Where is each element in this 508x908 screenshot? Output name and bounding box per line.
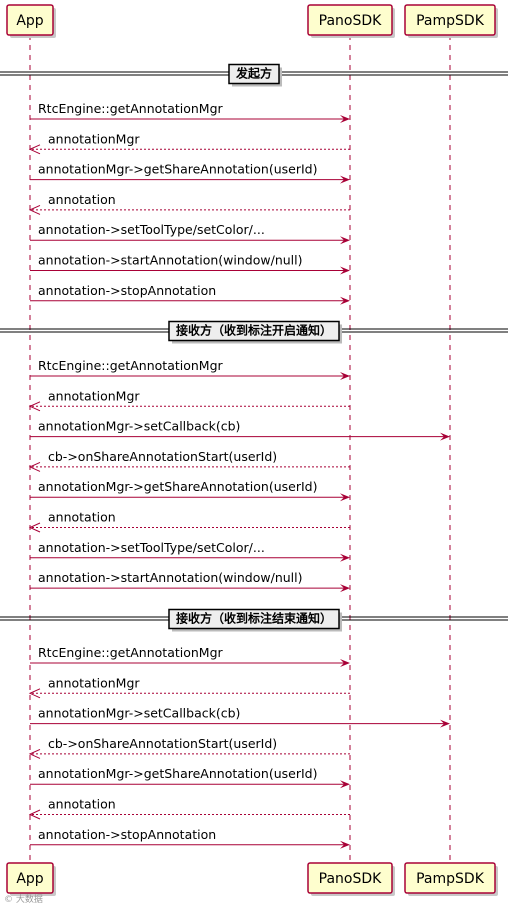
arrow-head-icon	[28, 144, 41, 155]
messages: RtcEngine::getAnnotationMgrannotationMgr…	[28, 101, 450, 849]
arrow-head-icon	[28, 688, 41, 699]
participant-box	[307, 862, 393, 894]
message-arrow: annotationMgr	[28, 131, 350, 155]
section-title-box	[228, 63, 280, 85]
participant-label: PampSDK	[416, 871, 485, 887]
arrow-head-icon	[28, 522, 41, 533]
participant-box	[6, 4, 54, 36]
message-label: cb->onShareAnnotationStart(userId)	[48, 736, 277, 751]
message-label: annotationMgr->getShareAnnotation(userId…	[38, 766, 318, 781]
message-arrow: annotationMgr	[28, 675, 350, 699]
section-divider-1: 发起方	[0, 63, 508, 87]
arrow-head-icon	[340, 840, 350, 849]
participant-box	[404, 862, 496, 894]
watermark: © 大数据	[4, 895, 43, 905]
message-label: annotationMgr	[48, 131, 140, 146]
message-arrow: RtcEngine::getAnnotationMgr	[30, 645, 350, 667]
message-label: annotation->startAnnotation(window/null)	[38, 570, 302, 585]
arrow-head-icon	[440, 719, 450, 728]
arrow-head-icon	[28, 461, 41, 472]
participant-pano-bottom: PanoSDK	[307, 862, 395, 896]
message-arrow: RtcEngine::getAnnotationMgr	[30, 358, 350, 380]
arrow-head-icon	[340, 659, 350, 667]
message-label: RtcEngine::getAnnotationMgr	[38, 358, 224, 373]
section-title: 发起方	[235, 66, 272, 81]
section-divider-2: 接收方（收到标注开启通知）	[0, 320, 508, 344]
message-label: RtcEngine::getAnnotationMgr	[38, 645, 224, 660]
message-arrow: annotationMgr->getShareAnnotation(userId…	[30, 766, 350, 789]
message-label: annotation->stopAnnotation	[38, 827, 216, 842]
message-label: annotation->startAnnotation(window/null)	[38, 253, 302, 268]
message-arrow: annotation->setToolType/setColor/...	[30, 222, 350, 245]
message-label: annotationMgr	[48, 388, 140, 403]
message-label: annotationMgr->setCallback(cb)	[38, 706, 240, 721]
message-arrow: annotation->stopAnnotation	[30, 827, 350, 849]
message-arrow: cb->onShareAnnotationStart(userId)	[28, 736, 350, 759]
message-label: annotationMgr->getShareAnnotation(userId…	[38, 479, 318, 494]
message-label: RtcEngine::getAnnotationMgr	[38, 101, 224, 116]
message-arrow: annotationMgr->getShareAnnotation(userId…	[30, 162, 350, 184]
message-arrow: annotation->startAnnotation(window/null)	[30, 570, 350, 593]
participant-box	[404, 4, 496, 36]
arrow-head-icon	[28, 204, 41, 215]
message-label: annotation	[48, 510, 116, 525]
participant-label: PanoSDK	[319, 871, 382, 887]
arrow-head-icon	[340, 372, 350, 380]
arrow-head-icon	[28, 748, 41, 759]
message-arrow: annotation->stopAnnotation	[30, 283, 350, 305]
arrow-head-icon	[340, 175, 350, 184]
message-arrow: cb->onShareAnnotationStart(userId)	[28, 449, 350, 472]
message-label: annotation->stopAnnotation	[38, 283, 216, 298]
section-title-box	[168, 608, 340, 630]
message-arrow: annotationMgr->setCallback(cb)	[30, 419, 450, 441]
message-arrow: annotation	[28, 797, 350, 820]
message-arrow: annotation->startAnnotation(window/null)	[30, 253, 350, 275]
message-label: annotation->setToolType/setColor/...	[38, 222, 265, 237]
arrow-head-icon	[28, 809, 41, 820]
lifelines	[29, 35, 451, 863]
message-arrow: annotation	[28, 510, 350, 533]
arrow-head-icon	[340, 236, 350, 245]
message-label: annotationMgr	[48, 675, 140, 690]
message-label: annotation->setToolType/setColor/...	[38, 540, 265, 555]
participant-box	[307, 4, 393, 36]
message-label: annotationMgr->setCallback(cb)	[38, 419, 240, 434]
participant-label: App	[16, 13, 43, 29]
section-title: 接收方（收到标注结束通知）	[176, 611, 332, 626]
participant-label: PanoSDK	[319, 13, 382, 29]
participant-app-top: App	[6, 4, 56, 38]
participant-label: App	[16, 871, 43, 887]
arrow-head-icon	[340, 115, 350, 123]
participant-app-bottom: App	[6, 862, 56, 896]
participant-pano-top: PanoSDK	[307, 4, 395, 38]
arrow-head-icon	[28, 401, 41, 412]
arrow-head-icon	[340, 266, 350, 275]
message-arrow: annotationMgr	[28, 388, 350, 412]
message-arrow: annotationMgr->setCallback(cb)	[30, 706, 450, 728]
arrow-head-icon	[440, 432, 450, 441]
section-title: 接收方（收到标注开启通知）	[176, 323, 332, 338]
arrow-head-icon	[340, 493, 350, 502]
message-label: annotation	[48, 192, 116, 207]
participant-label: PampSDK	[416, 13, 485, 29]
arrow-head-icon	[340, 584, 350, 593]
participant-box	[6, 862, 54, 894]
message-arrow: annotation->setToolType/setColor/...	[30, 540, 350, 562]
arrow-head-icon	[340, 780, 350, 789]
message-arrow: annotationMgr->getShareAnnotation(userId…	[30, 479, 350, 502]
message-arrow: RtcEngine::getAnnotationMgr	[30, 101, 350, 123]
section-divider-3: 接收方（收到标注结束通知）	[0, 608, 508, 632]
arrow-head-icon	[340, 296, 350, 305]
message-label: cb->onShareAnnotationStart(userId)	[48, 449, 277, 464]
arrow-head-icon	[340, 553, 350, 562]
participant-pamp-top: PampSDK	[404, 4, 498, 38]
message-label: annotation	[48, 797, 116, 812]
message-label: annotationMgr->getShareAnnotation(userId…	[38, 162, 318, 177]
message-arrow: annotation	[28, 192, 350, 215]
section-title-box	[168, 320, 340, 342]
participant-pamp-bottom: PampSDK	[404, 862, 498, 896]
